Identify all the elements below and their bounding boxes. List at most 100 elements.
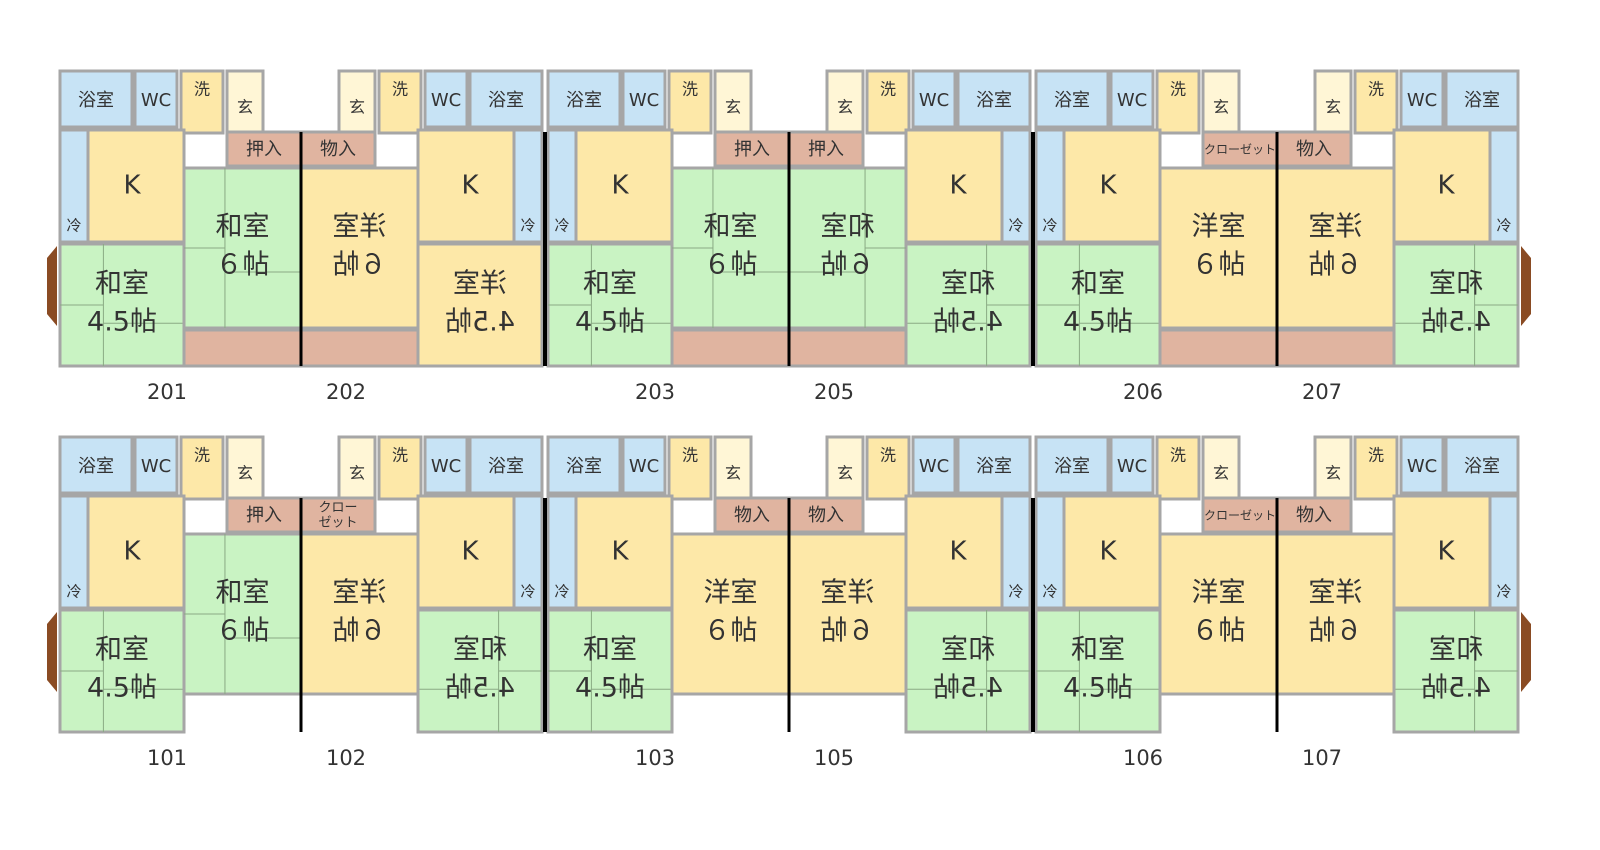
wc-room xyxy=(621,435,667,495)
room-b-size: ６帖 xyxy=(216,616,270,647)
wc-room xyxy=(1399,69,1445,129)
bath-room xyxy=(1034,435,1110,495)
storage-label: 押入 xyxy=(246,139,282,160)
bath-room xyxy=(956,435,1032,495)
room-a-type: 和室 xyxy=(95,269,149,300)
wash-label: 洗 xyxy=(682,80,698,99)
wc-room xyxy=(423,69,469,129)
room-b-size: ６帖 xyxy=(704,250,758,281)
bath-label: 浴室 xyxy=(976,456,1012,477)
kitchen-counter xyxy=(1000,128,1032,244)
bath-room xyxy=(58,69,134,129)
room-b xyxy=(299,166,420,330)
wash-label: 洗 xyxy=(392,80,408,99)
storage-label: クローゼット xyxy=(1204,143,1276,157)
kitchen-label: K xyxy=(949,171,967,201)
unit-number-102: 102 xyxy=(325,746,367,770)
storage-label: 物入 xyxy=(734,505,770,526)
entrance-label: 玄 xyxy=(1325,464,1341,483)
storage xyxy=(1201,130,1279,168)
entrance xyxy=(1201,435,1241,501)
kitchen-counter xyxy=(1488,128,1520,244)
wash-label: 洗 xyxy=(194,80,210,99)
storage-label: 物入 xyxy=(1296,505,1332,526)
entrance xyxy=(825,69,865,135)
wc-label: WC xyxy=(1407,456,1437,477)
unit-number-203: 203 xyxy=(634,380,676,404)
entrance-label: 玄 xyxy=(1213,464,1229,483)
fridge-label: 冷 xyxy=(1496,583,1511,601)
wash-label: 洗 xyxy=(1368,446,1384,465)
unit-number-207: 207 xyxy=(1301,380,1343,404)
wc-room xyxy=(911,435,957,495)
wc-room xyxy=(911,69,957,129)
entrance-label: 玄 xyxy=(237,98,253,117)
wash-area xyxy=(1353,435,1399,501)
wc-label: WC xyxy=(431,456,461,477)
storage-label-2: ゼット xyxy=(318,516,357,531)
storage-label: 押入 xyxy=(734,139,770,160)
room-a-size: 4.5帖 xyxy=(1063,307,1133,338)
room-b-type: 和室 xyxy=(704,212,758,243)
bottom-storage xyxy=(1275,328,1396,368)
entrance-label: 玄 xyxy=(837,464,853,483)
entrance-label: 玄 xyxy=(349,98,365,117)
kitchen-counter xyxy=(58,494,90,610)
bath-label: 浴室 xyxy=(566,90,602,111)
storage-label-1: クロー xyxy=(318,501,357,516)
room-b-size: ６帖 xyxy=(704,616,758,647)
kitchen-label: K xyxy=(1099,171,1117,201)
bath-label: 浴室 xyxy=(488,90,524,111)
room-b-size: ６帖 xyxy=(821,616,875,647)
wash-label: 洗 xyxy=(880,80,896,99)
room-b xyxy=(1275,532,1396,696)
room-a-size: 4.5帖 xyxy=(87,673,157,704)
wc-label: WC xyxy=(919,90,949,111)
room-b xyxy=(670,532,791,696)
bottom-storage xyxy=(299,328,420,368)
bath-room xyxy=(956,69,1032,129)
entrance-label: 玄 xyxy=(1325,98,1341,117)
room-b xyxy=(299,532,420,696)
room-b xyxy=(1158,166,1279,330)
kitchen-label: K xyxy=(461,537,479,567)
fridge-label: 冷 xyxy=(1042,217,1057,235)
fridge-label: 冷 xyxy=(66,217,81,235)
bath-label: 浴室 xyxy=(78,456,114,477)
wc-room xyxy=(1399,435,1445,495)
entrance xyxy=(337,69,377,135)
entrance xyxy=(225,69,265,135)
room-b-size: ６帖 xyxy=(1309,616,1363,647)
room-a-type: 和室 xyxy=(1429,635,1483,666)
wash-area xyxy=(865,69,911,135)
room-a-type: 和室 xyxy=(941,635,995,666)
wash-area xyxy=(377,69,423,135)
wc-room xyxy=(621,69,667,129)
unit-number-201: 201 xyxy=(146,380,188,404)
room-b-size: ６帖 xyxy=(821,250,875,281)
unit-number-107: 107 xyxy=(1301,746,1343,770)
bay-window-left xyxy=(47,612,57,692)
room-a-type: 洋室 xyxy=(453,269,507,300)
fridge-label: 冷 xyxy=(520,217,535,235)
kitchen-label: K xyxy=(1099,537,1117,567)
kitchen-label: K xyxy=(1437,171,1455,201)
room-a-size: 4.5帖 xyxy=(933,673,1003,704)
entrance-label: 玄 xyxy=(725,464,741,483)
room-b-type: 洋室 xyxy=(1192,212,1246,243)
wc-room xyxy=(1109,435,1155,495)
entrance xyxy=(713,435,753,501)
wc-room xyxy=(133,69,179,129)
wc-room xyxy=(133,435,179,495)
